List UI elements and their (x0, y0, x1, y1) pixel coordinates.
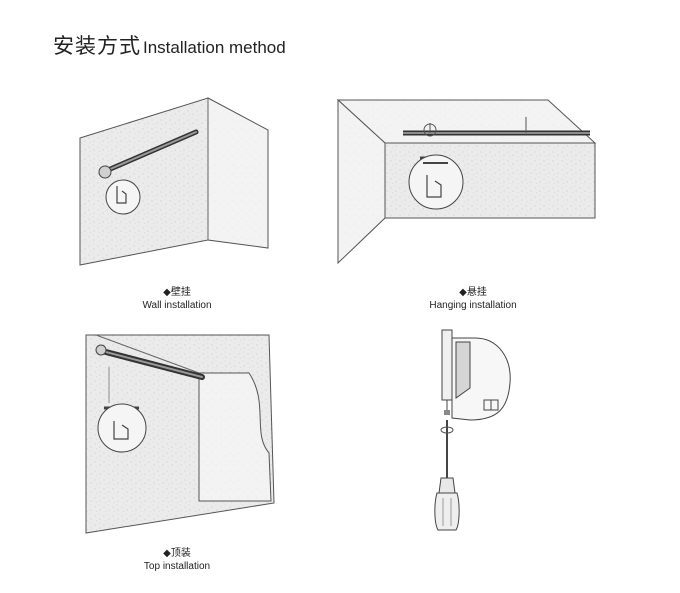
top-installation-illustration (85, 334, 275, 534)
bullet-icon: ◆ (459, 287, 467, 298)
hanging-installation-caption: ◆悬挂 Hanging installation (373, 286, 573, 312)
bracket-screwdriver-figure (420, 328, 530, 538)
wall-installation-figure (78, 90, 273, 270)
wall-caption-zh: 壁挂 (170, 287, 191, 298)
top-caption-zh: 顶装 (170, 548, 191, 559)
heading-zh: 安装方式 (53, 34, 141, 58)
wall-caption-en: Wall installation (142, 300, 212, 311)
top-installation-caption: ◆顶装 Top installation (77, 547, 277, 573)
wall-installation-caption: ◆壁挂 Wall installation (77, 286, 277, 312)
top-installation-figure (84, 333, 284, 538)
heading-en: Installation method (143, 38, 286, 57)
bracket-screwdriver-illustration (434, 329, 511, 531)
hanging-caption-zh: 悬挂 (466, 287, 487, 298)
hanging-installation-figure (335, 95, 605, 265)
hanging-caption-en: Hanging installation (429, 300, 517, 311)
bullet-icon: ◆ (163, 548, 171, 559)
hanging-installation-illustration (336, 98, 597, 265)
bullet-icon: ◆ (163, 287, 171, 298)
top-caption-en: Top installation (143, 561, 211, 572)
wall-installation-illustration (79, 97, 269, 266)
